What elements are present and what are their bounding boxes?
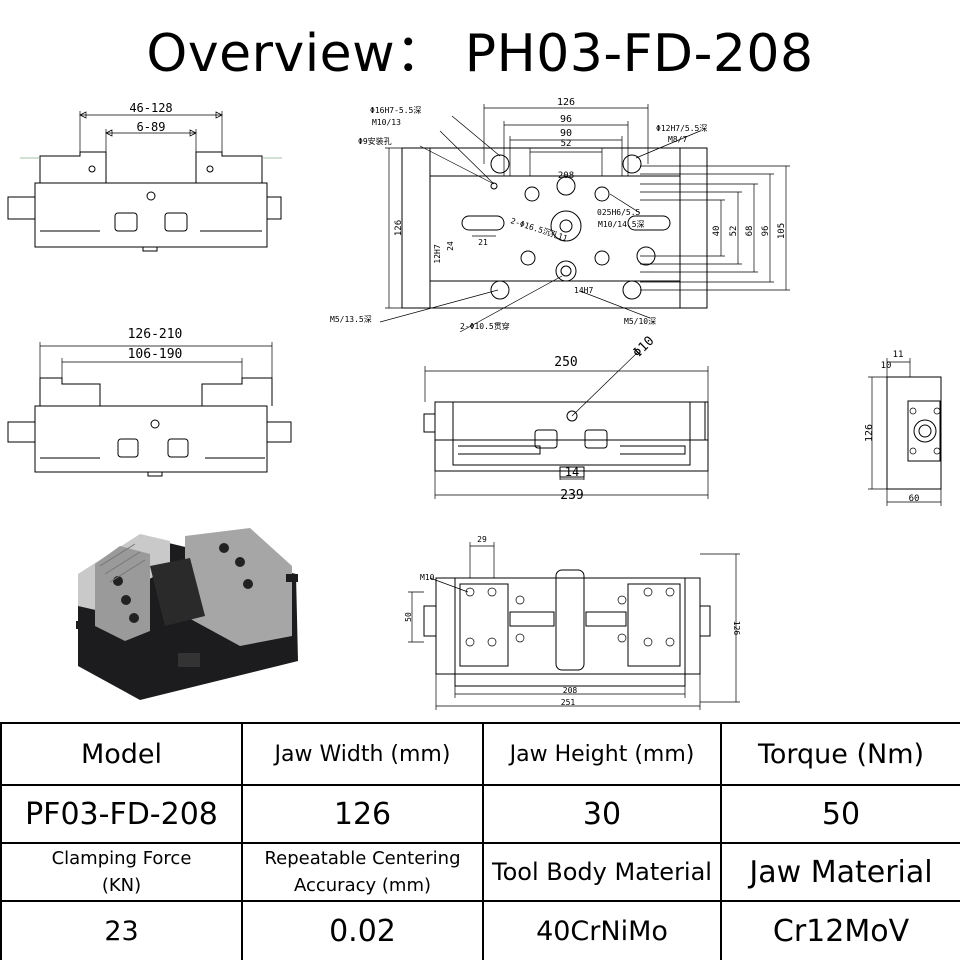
dim-left-21: 21: [478, 238, 488, 247]
header-jaw-width: Jaw Width (mm): [241, 722, 484, 786]
value-centering-accuracy: 0.02: [241, 900, 484, 960]
header-model: Model: [0, 722, 243, 786]
dim-outer-span: 46-128: [129, 101, 172, 115]
callout-m10-13: M10/13: [372, 118, 401, 127]
dim-right-96: 96: [761, 226, 771, 237]
callout-10-5: 2-Φ10.5贯穿: [460, 321, 510, 331]
dim-top-126: 126: [557, 97, 575, 108]
value-jaw-width: 126: [241, 784, 484, 844]
side-view: 250 Φ10 14 239: [423, 334, 709, 503]
dim-side-250: 250: [554, 355, 577, 370]
dim-inner-span: 6-89: [137, 120, 166, 134]
callout-16-5: 2-Φ16.5沉孔11: [509, 216, 568, 243]
callout-m10-14: M10/14.5深: [598, 220, 645, 229]
dim-bottom-50: 50: [404, 612, 413, 622]
table-row: PF03-FD-208 126 30 50: [0, 784, 960, 844]
bottom-view: 29 M10 50 126 208 251: [404, 535, 741, 710]
callout-025h6: 025H6/5.5: [597, 208, 641, 217]
technical-drawings: 46-128 6-89 126-210 106-190: [0, 96, 960, 722]
front-view-open: 126-210 106-190: [7, 327, 292, 477]
dim-right-105: 105: [777, 223, 787, 239]
page-title: Overview： PH03-FD-208: [146, 23, 814, 84]
dim-right-68: 68: [745, 226, 755, 237]
callout-16h7: Φ16H7-5.5深: [370, 106, 421, 115]
dim-top-90: 90: [560, 128, 572, 139]
dim-top-96: 96: [560, 114, 572, 125]
value-jaw-material: Cr12MoV: [720, 900, 960, 960]
callout-12h7: Φ12H7/5.5深: [656, 124, 707, 133]
value-tool-body-material: 40CrNiMo: [482, 900, 722, 960]
header-torque: Torque (Nm): [720, 722, 960, 786]
dim-end-126: 126: [864, 424, 875, 442]
dim-side-239: 239: [560, 488, 583, 503]
dim-bottom-251: 251: [561, 698, 576, 707]
dim-right-40: 40: [712, 226, 722, 237]
dim-left-126: 126: [394, 220, 404, 236]
top-plan-view: 126 96 90 52 208 40 52 68 96 105 126 12H…: [330, 97, 790, 333]
dim-end-11: 11: [893, 350, 904, 360]
dim-bottom-126: 126: [732, 621, 741, 636]
page-title-container: Overview： PH03-FD-208: [0, 0, 960, 96]
dim-side-hole: Φ10: [630, 334, 657, 361]
dim-left-24: 24: [446, 241, 455, 251]
value-torque: 50: [720, 784, 960, 844]
callout-m5-10: M5/10深: [624, 317, 656, 326]
dim-open-inner: 106-190: [128, 347, 183, 362]
drawing-canvas: 46-128 6-89 126-210 106-190: [7, 97, 942, 710]
header-tool-body-material: Tool Body Material: [482, 842, 722, 902]
table-row: Model Jaw Width (mm) Jaw Height (mm) Tor…: [0, 722, 960, 786]
vise-product-photo: [76, 528, 298, 700]
dim-end-10: 10: [881, 361, 892, 371]
table-row: 23 0.02 40CrNiMo Cr12MoV: [0, 900, 960, 960]
value-clamping-force: 23: [0, 900, 243, 960]
callout-9-hole: Φ9安装孔: [358, 136, 392, 146]
value-jaw-height: 30: [482, 784, 722, 844]
dim-bottom-29: 29: [477, 535, 487, 544]
callout-m8-7: M8/7: [668, 135, 687, 144]
dim-right-52: 52: [729, 226, 739, 237]
dim-top-208: 208: [558, 171, 574, 181]
dim-left-12h7: 12H7: [433, 244, 442, 263]
header-centering-accuracy: Repeatable Centering Accuracy (mm): [241, 842, 484, 902]
dim-side-14: 14: [565, 465, 579, 479]
dim-open-outer: 126-210: [128, 327, 183, 342]
dim-bottom-208: 208: [563, 686, 578, 695]
header-clamping-force: Clamping Force (KN): [0, 842, 243, 902]
table-row: Clamping Force (KN) Repeatable Centering…: [0, 842, 960, 902]
dim-top-52: 52: [561, 139, 572, 149]
dim-bottom-m10: M10: [420, 573, 435, 582]
header-jaw-height: Jaw Height (mm): [482, 722, 722, 786]
dim-end-60: 60: [909, 494, 920, 504]
callout-14h7: 14H7: [574, 286, 593, 295]
spec-table: Model Jaw Width (mm) Jaw Height (mm) Tor…: [0, 722, 960, 960]
end-view: 11 10 126 60: [864, 350, 942, 506]
header-jaw-material: Jaw Material: [720, 842, 960, 902]
value-model: PF03-FD-208: [0, 784, 243, 844]
front-view-closed: 46-128 6-89: [7, 101, 282, 252]
callout-m5-13: M5/13.5深: [330, 315, 372, 324]
